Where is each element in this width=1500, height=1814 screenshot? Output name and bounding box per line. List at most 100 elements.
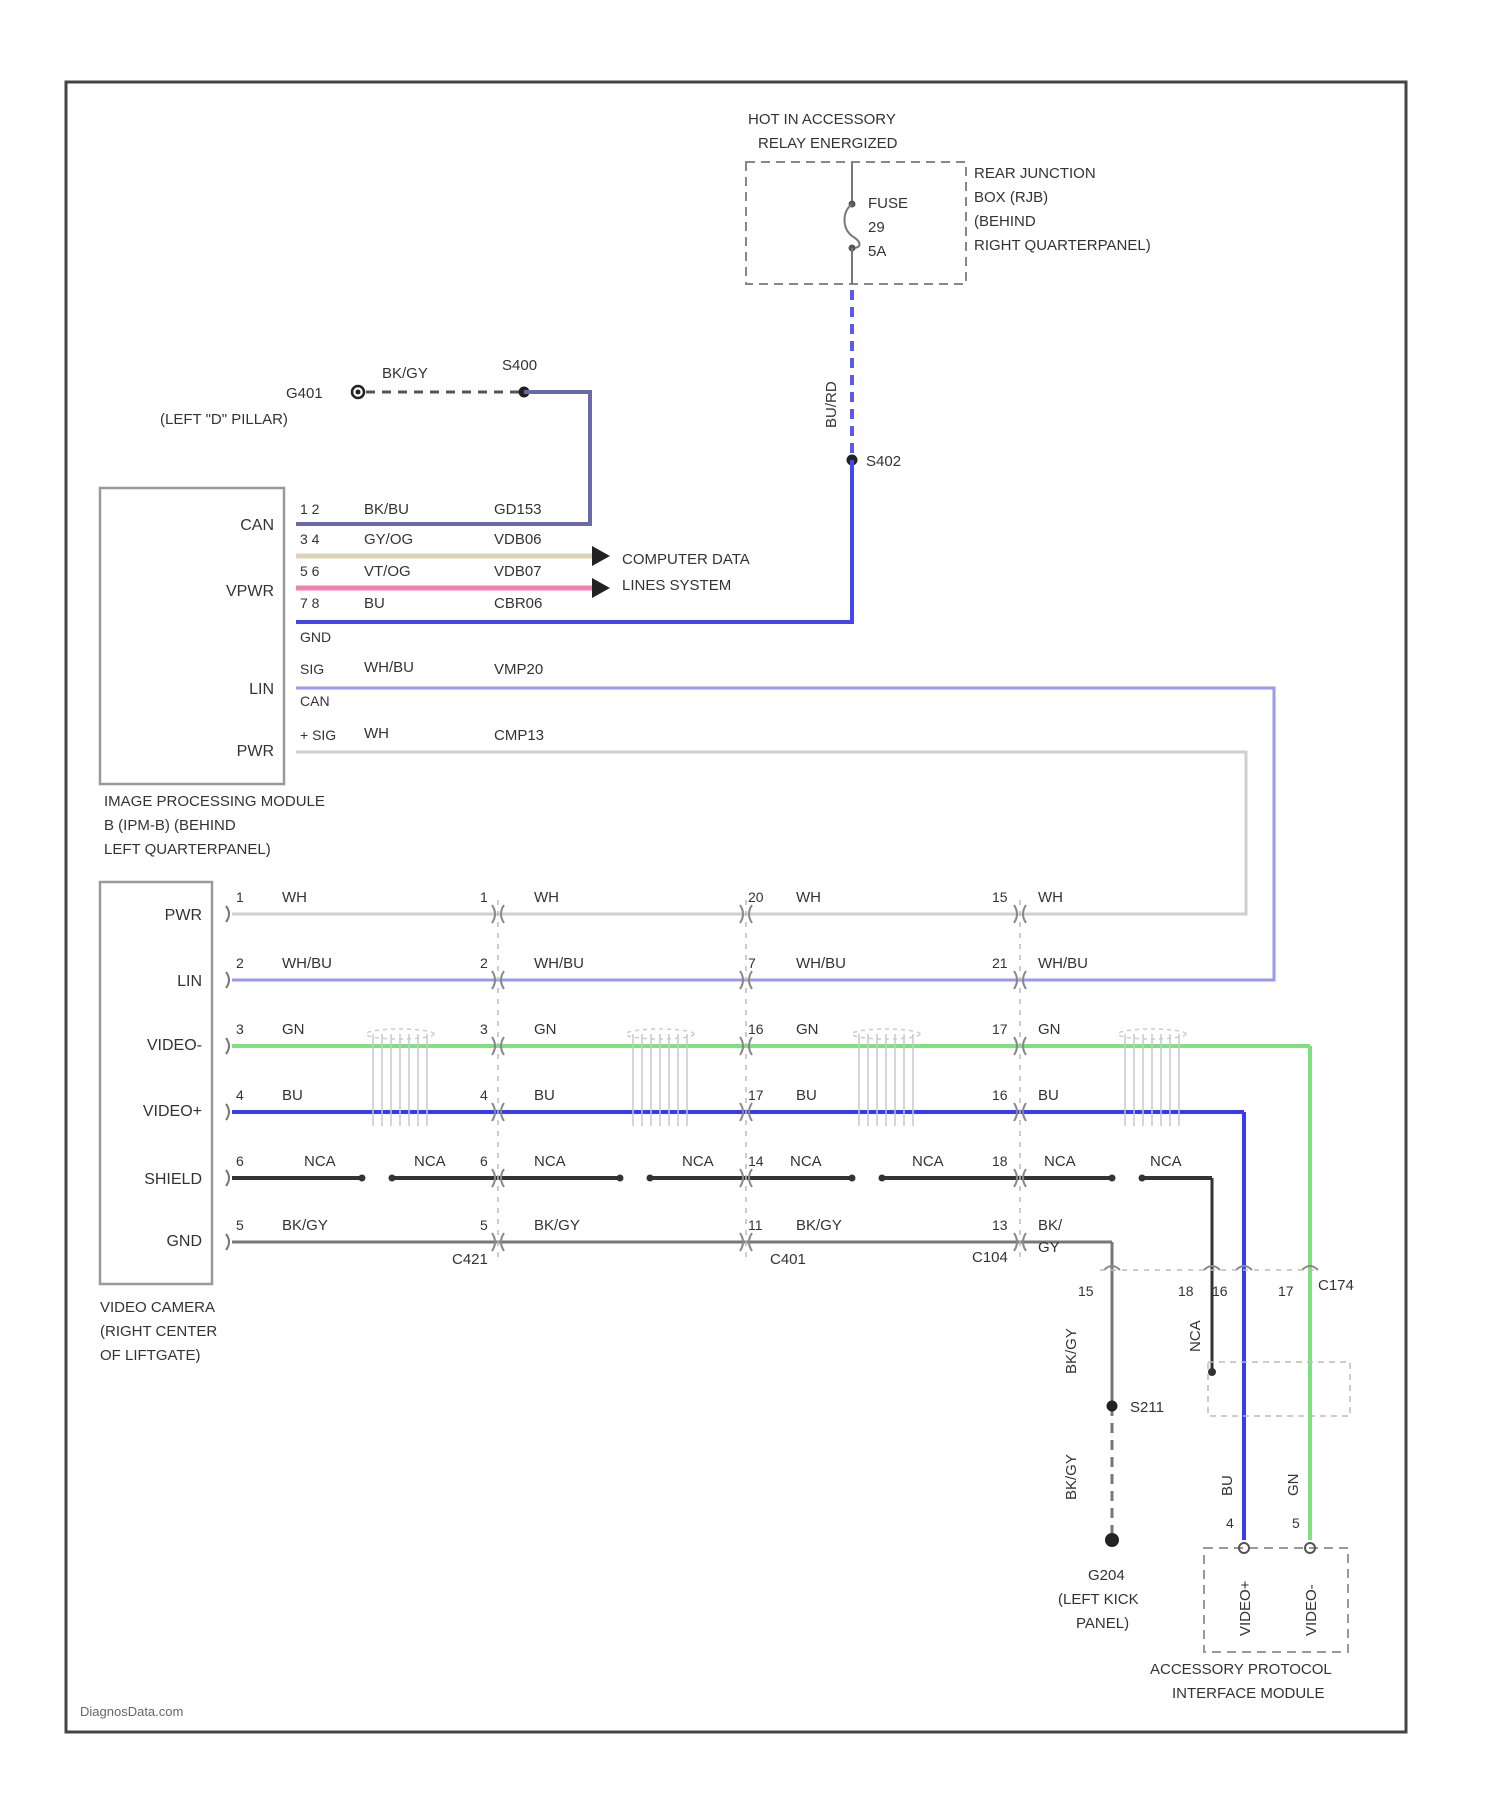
drop-pin: 16 — [1212, 1283, 1228, 1299]
camera-pin-terminal — [226, 1104, 229, 1120]
splice-s400-label: S400 — [502, 357, 537, 374]
harness-layer: C421C401C104112015WHWHWHWH22721WH/BUWH/B… — [226, 889, 1320, 1270]
shield-break-dot — [389, 1175, 396, 1182]
wire-label-bu-rd: BU/RD — [823, 381, 840, 428]
wire-color-label: NCA — [682, 1153, 714, 1170]
drop-pin: 17 — [1278, 1283, 1294, 1299]
wire-bk-bu-can — [296, 392, 590, 524]
connector-label: C421 — [452, 1251, 488, 1268]
shield-break-dot — [1109, 1175, 1116, 1182]
camera-pin-terminal — [226, 906, 229, 922]
rjb-box — [746, 162, 966, 284]
camera-pin-lin: LIN — [177, 973, 202, 990]
splice-s211-label: S211 — [1130, 1399, 1164, 1416]
rjb-label-line-3: (BEHIND — [974, 213, 1036, 230]
shield-break-dot — [1139, 1175, 1146, 1182]
camera-pin-terminal — [226, 1234, 229, 1250]
arrow-computer-data — [592, 578, 610, 598]
camera-pin-video-neg: VIDEO- — [147, 1037, 202, 1054]
shield-break-dot — [359, 1175, 366, 1182]
ipm-row-color: VT/OG — [364, 563, 411, 580]
ipm-label-line-1: IMAGE PROCESSING MODULE — [104, 793, 325, 810]
harness-pin-number: 16 — [748, 1021, 764, 1037]
fuse-number: 29 — [868, 219, 885, 236]
shield-break-dot — [647, 1175, 654, 1182]
wire-color-label: WH/BU — [1038, 955, 1088, 972]
fuse-label: FUSE — [868, 195, 908, 212]
apim-pin-video-neg: VIDEO- — [1303, 1584, 1320, 1636]
shield-break-dot — [849, 1175, 856, 1182]
g401-ground-dot — [356, 390, 361, 395]
wire-color-label: WH — [534, 889, 559, 906]
wire-color-label: WH/BU — [534, 955, 584, 972]
arrow-computer-data — [592, 546, 610, 566]
apim-pin: 5 — [1292, 1515, 1300, 1531]
harness-pin-number: 5 — [236, 1217, 244, 1233]
harness-pin-number: 17 — [992, 1021, 1008, 1037]
harness-pin-number: 4 — [480, 1087, 488, 1103]
drop-pin: 15 — [1078, 1283, 1094, 1299]
harness-pin-number: 3 — [480, 1021, 488, 1037]
connector-label: C104 — [972, 1249, 1008, 1266]
harness-pin-number: 6 — [236, 1153, 244, 1169]
apim-pin: 4 — [1226, 1515, 1234, 1531]
drop-wire-label: BK/GY — [1063, 1454, 1080, 1500]
wire-color-label: GY — [1038, 1239, 1060, 1256]
relay-label-line-1: HOT IN ACCESSORY — [748, 111, 896, 128]
wire-color-label: BU — [1038, 1087, 1059, 1104]
rjb-label-line-2: BOX (RJB) — [974, 189, 1048, 206]
ipm-row-circuit: VDB07 — [494, 563, 542, 580]
g204-ground-symbol — [1105, 1533, 1119, 1547]
wire-wh-pwr — [232, 752, 1246, 914]
camera-label-line-1: VIDEO CAMERA — [100, 1299, 215, 1316]
apim-label-line-2: INTERFACE MODULE — [1172, 1685, 1325, 1702]
wire-color-label: BK/ — [1038, 1217, 1063, 1234]
diagram-frame — [66, 82, 1406, 1732]
g204-label-line-2: (LEFT KICK — [1058, 1591, 1139, 1608]
ipm-row-pins: CAN — [300, 693, 330, 709]
harness-pin-number: 4 — [236, 1087, 244, 1103]
g204-label-line-3: PANEL) — [1076, 1615, 1129, 1632]
wire-color-label: NCA — [534, 1153, 566, 1170]
rjb-label-line-1: REAR JUNCTION — [974, 165, 1096, 182]
ipm-pin-vpwr: VPWR — [226, 583, 274, 600]
ipm-row-color: BK/BU — [364, 501, 409, 518]
wire-color-label: GN — [282, 1021, 305, 1038]
wire-color-label: NCA — [912, 1153, 944, 1170]
g401-label: G401 — [286, 385, 323, 402]
wire-color-label: NCA — [1150, 1153, 1182, 1170]
ipm-pin-lin: LIN — [249, 681, 274, 698]
wire-color-label: NCA — [414, 1153, 446, 1170]
computer-data-label-line-1: COMPUTER DATA — [622, 551, 750, 568]
ipm-row-pins: 5 6 — [300, 563, 320, 579]
computer-data-label-line-2: LINES SYSTEM — [622, 577, 731, 594]
wire-color-label: GN — [796, 1021, 819, 1038]
harness-pin-number: 6 — [480, 1153, 488, 1169]
harness-pin-number: 20 — [748, 889, 764, 905]
camera-pin-shield: SHIELD — [144, 1171, 202, 1188]
g401-pillar-label: (LEFT "D" PILLAR) — [160, 411, 288, 428]
shielded-twisted-pair — [1208, 1362, 1350, 1416]
ipm-row-color: WH — [364, 725, 389, 742]
wire-color-label: NCA — [1044, 1153, 1076, 1170]
relay-label-line-2: RELAY ENERGIZED — [758, 135, 898, 152]
camera-label-line-2: (RIGHT CENTER — [100, 1323, 217, 1340]
camera-pin-terminal — [226, 1170, 229, 1186]
harness-pin-number: 17 — [748, 1087, 764, 1103]
wire-color-label: WH/BU — [282, 955, 332, 972]
wire-color-label: BK/GY — [534, 1217, 580, 1234]
watermark: DiagnosData.com — [80, 1704, 183, 1719]
harness-pin-number: 2 — [236, 955, 244, 971]
shield-end-dot — [1208, 1368, 1216, 1376]
harness-pin-number: 1 — [236, 889, 244, 905]
wire-color-label: WH/BU — [796, 955, 846, 972]
apim-module — [1204, 1548, 1348, 1652]
wire-label-bk-gy-ground: BK/GY — [382, 365, 428, 382]
apim-wire-label-bu: BU — [1219, 1475, 1236, 1496]
splice-s211-dot — [1107, 1401, 1118, 1412]
g204-label-line-1: G204 — [1088, 1567, 1125, 1584]
wire-color-label: WH — [282, 889, 307, 906]
ipm-row-circuit: VDB06 — [494, 531, 542, 548]
harness-pin-number: 11 — [748, 1217, 763, 1233]
